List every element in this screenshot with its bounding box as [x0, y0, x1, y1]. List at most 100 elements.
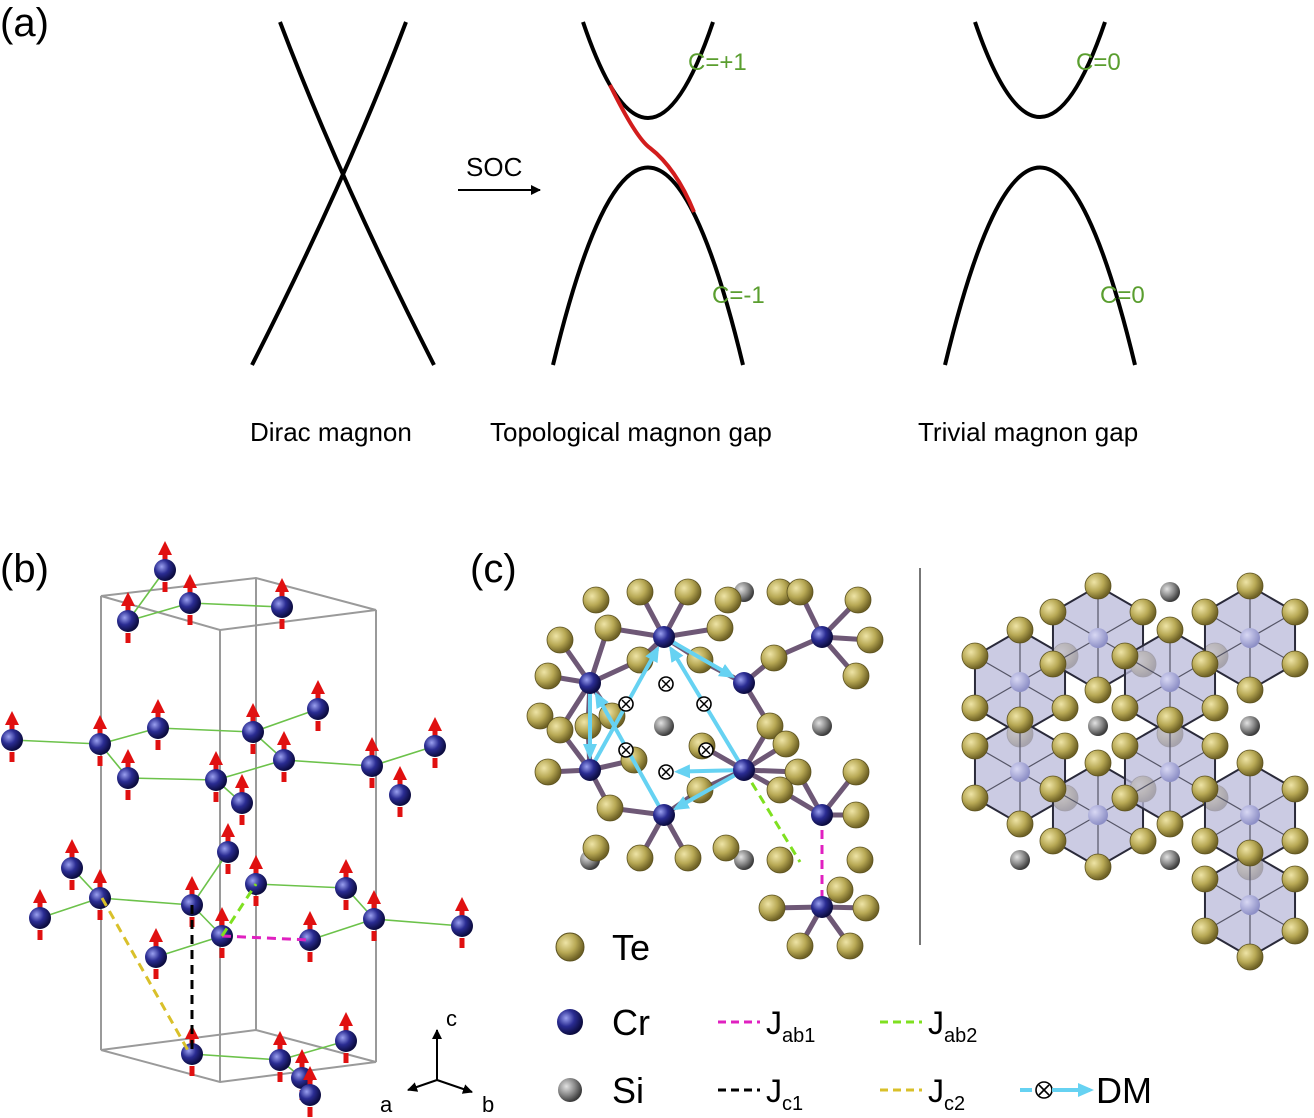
caption-topological-gap: Topological magnon gap — [490, 417, 772, 447]
te-atom — [706, 614, 734, 642]
cr-atom — [299, 929, 321, 951]
cr-atom — [89, 887, 111, 909]
cr-atom — [335, 1030, 357, 1052]
unit-cell-box — [100, 576, 377, 1084]
cr-atom — [1, 729, 23, 751]
legend-si-label: Si — [612, 1070, 644, 1111]
exchange-paths — [100, 883, 311, 1055]
te-atom — [846, 846, 874, 874]
te-atom — [1006, 706, 1034, 734]
cr-atom-faded — [1240, 805, 1260, 825]
cr-bond — [283, 759, 373, 767]
dirac-magnon-bands — [250, 21, 436, 366]
te-atom — [1201, 694, 1229, 722]
legend-j-ab2: Jab2 — [928, 1005, 977, 1047]
panel-label-a: (a) — [0, 1, 49, 45]
cr-atom — [733, 672, 755, 694]
te-atom — [1084, 749, 1112, 777]
axis-c-label: c — [446, 1006, 457, 1031]
chern-number-bottom: C=-1 — [712, 282, 765, 309]
chern-number-top: C=+1 — [688, 49, 747, 76]
te-atom — [526, 702, 554, 730]
te-atom — [1236, 839, 1264, 867]
te-atom — [758, 894, 786, 922]
polyhedral-structure — [961, 572, 1309, 971]
cr-atom-faded — [1160, 672, 1180, 692]
dm-otimes-icon — [696, 696, 712, 712]
legend-dm-otimes-icon — [1035, 1081, 1053, 1099]
cr-atom — [653, 626, 675, 648]
axis-a-label: a — [380, 1092, 393, 1117]
te-atom — [1039, 650, 1067, 678]
cr-atom — [145, 946, 167, 968]
cr-atom — [389, 784, 411, 806]
te-atom — [546, 626, 574, 654]
te-atom — [1084, 676, 1112, 704]
si-atom — [1010, 850, 1030, 870]
axis-b-label: b — [482, 1092, 494, 1117]
dm-otimes-icon — [698, 742, 714, 758]
cr-atom-faded — [1240, 628, 1260, 648]
te-atom — [534, 758, 562, 786]
te-atom — [1111, 642, 1139, 670]
te-atom — [714, 586, 742, 614]
cr-atom — [147, 717, 169, 739]
te-atom — [826, 876, 854, 904]
te-atom — [1281, 650, 1309, 678]
legend-j-c1: Jc1 — [766, 1073, 803, 1115]
te-atom — [546, 716, 574, 744]
te-atom — [961, 694, 989, 722]
te-atom — [1111, 694, 1139, 722]
te-atom — [842, 662, 870, 690]
te-atom — [961, 732, 989, 760]
cr-atom — [271, 596, 293, 618]
cr-atom — [179, 592, 201, 614]
cr-bond — [373, 918, 463, 927]
dm-otimes-icon — [658, 676, 674, 692]
cr-bond — [157, 727, 254, 733]
cr-bond — [99, 897, 193, 906]
cr-atom — [205, 769, 227, 791]
cr-bond — [309, 918, 375, 941]
te-atom — [1156, 616, 1184, 644]
si-atom — [1160, 582, 1180, 602]
te-atom — [1201, 732, 1229, 760]
cr-bond — [255, 883, 347, 889]
te-atom — [534, 662, 562, 690]
te-atom — [836, 932, 864, 960]
te-atom — [1039, 775, 1067, 803]
te-atom — [1191, 775, 1219, 803]
te-atom — [674, 844, 702, 872]
cr-atom — [217, 841, 239, 863]
te-atom — [1051, 694, 1079, 722]
te-atom — [842, 758, 870, 786]
legend-j-c2: Jc2 — [928, 1073, 965, 1115]
crsite3-top-view-structure — [526, 578, 884, 960]
te-atom — [1236, 676, 1264, 704]
cr-atom-faded — [1010, 672, 1030, 692]
dm-vector-arrow — [673, 764, 745, 779]
cr-bond — [127, 777, 217, 781]
si-atom — [654, 716, 674, 736]
te-atom — [842, 801, 870, 829]
cr-atom-faded — [1160, 762, 1180, 782]
te-atom — [1006, 616, 1034, 644]
te-atom — [856, 626, 884, 654]
te-atom — [766, 846, 794, 874]
cr-atom — [269, 1049, 291, 1071]
cr-bond — [155, 935, 223, 958]
topological-gap-bands — [551, 21, 745, 366]
dm-vector-arrow — [672, 768, 745, 811]
dm-otimes-icon — [618, 742, 634, 758]
cr-atom — [307, 698, 329, 720]
te-atom — [1129, 827, 1157, 855]
cr-atom — [61, 857, 83, 879]
te-atom — [1191, 598, 1219, 626]
te-atom — [1039, 827, 1067, 855]
te-atom — [784, 758, 812, 786]
te-atom — [626, 578, 654, 606]
te-atom — [712, 834, 740, 862]
te-atom — [1156, 810, 1184, 838]
cr-atom — [299, 1084, 321, 1106]
